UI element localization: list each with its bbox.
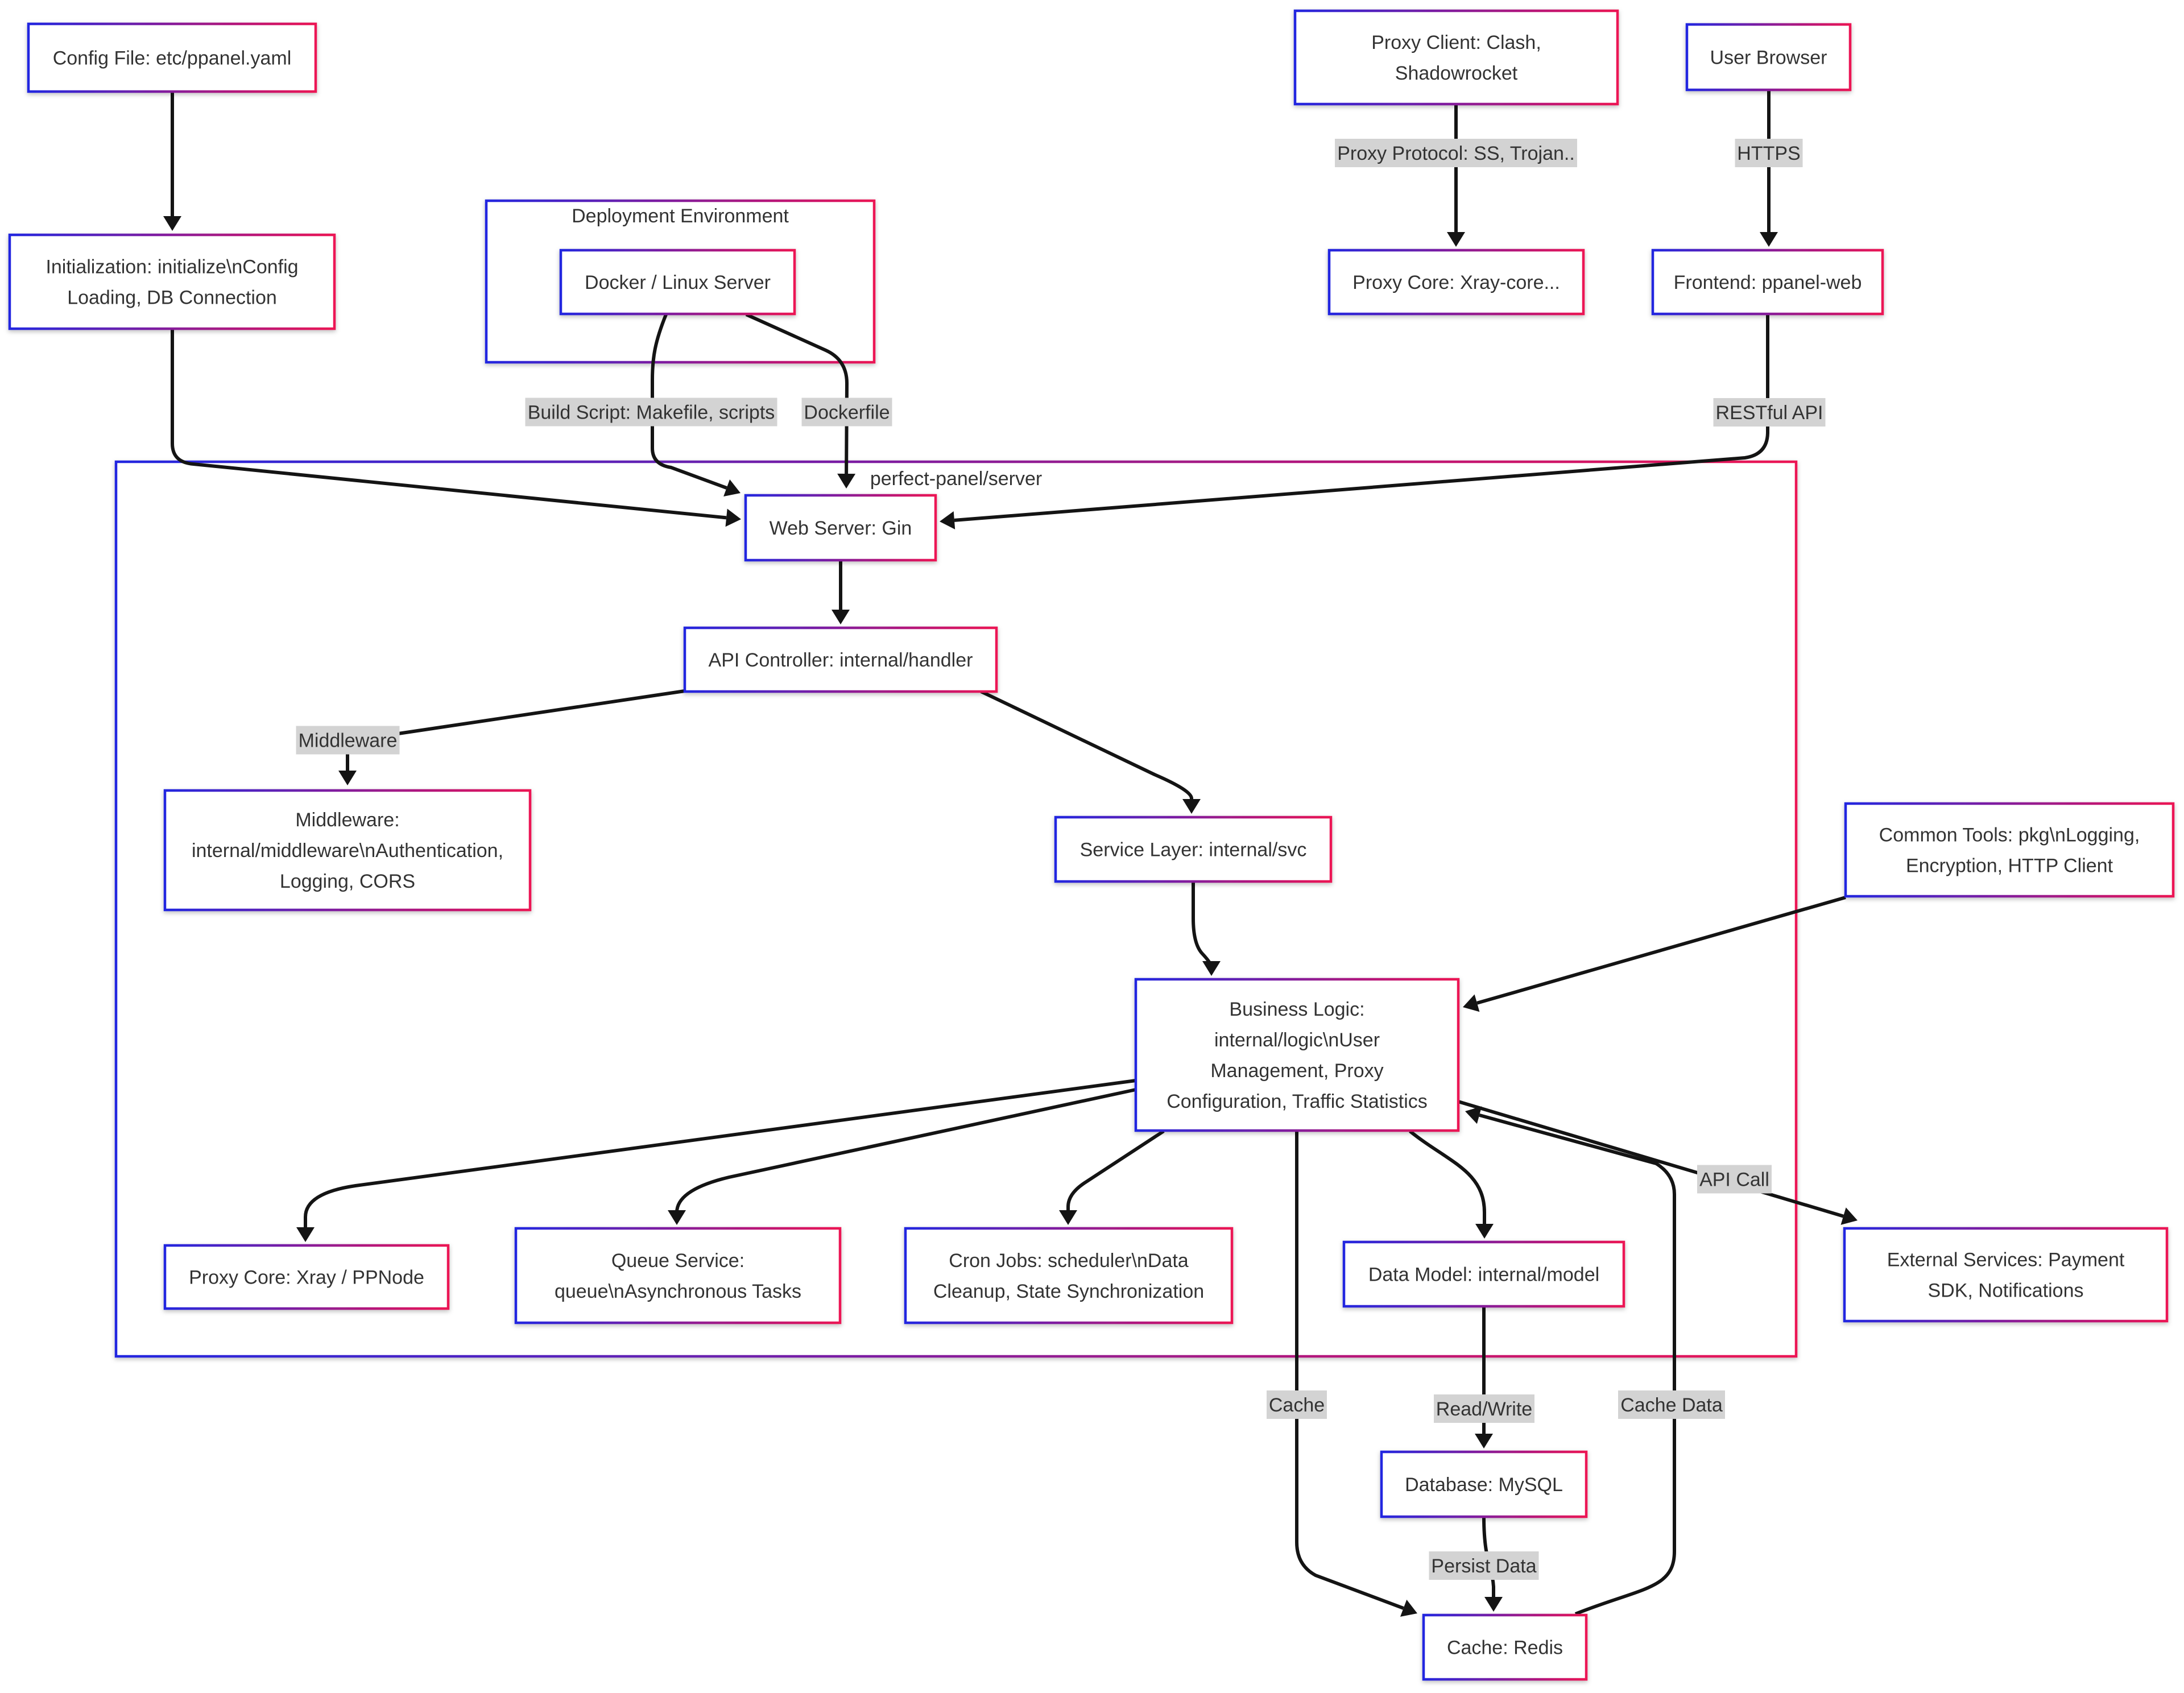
svg-text:Management, Proxy: Management, Proxy (1210, 1060, 1383, 1082)
svg-text:Config File: etc/ppanel.yaml: Config File: etc/ppanel.yaml (53, 48, 292, 69)
svg-text:Database: MySQL: Database: MySQL (1405, 1474, 1563, 1496)
svg-text:internal/logic\nUser: internal/logic\nUser (1214, 1029, 1380, 1051)
svg-text:API Call: API Call (1699, 1169, 1769, 1191)
svg-text:Dockerfile: Dockerfile (804, 402, 890, 424)
svg-text:Proxy Protocol: SS, Trojan..: Proxy Protocol: SS, Trojan.. (1337, 143, 1575, 164)
svg-text:Web Server: Gin: Web Server: Gin (770, 518, 912, 539)
svg-text:Proxy Client: Clash,: Proxy Client: Clash, (1371, 32, 1541, 53)
svg-text:HTTPS: HTTPS (1737, 143, 1800, 164)
svg-text:Persist Data: Persist Data (1431, 1555, 1536, 1577)
svg-text:Cron Jobs: scheduler\nData: Cron Jobs: scheduler\nData (949, 1250, 1189, 1272)
svg-text:Middleware: Middleware (299, 730, 398, 752)
svg-text:Queue Service:: Queue Service: (611, 1250, 744, 1272)
svg-text:Cleanup, State Synchronization: Cleanup, State Synchronization (933, 1281, 1204, 1302)
svg-text:Middleware:: Middleware: (295, 809, 399, 831)
svg-text:SDK, Notifications: SDK, Notifications (1928, 1280, 2084, 1302)
svg-text:Initialization: initialize\nCo: Initialization: initialize\nConfig (46, 256, 298, 278)
svg-text:Shadowrocket: Shadowrocket (1395, 63, 1518, 84)
svg-text:queue\nAsynchronous Tasks: queue\nAsynchronous Tasks (555, 1281, 801, 1302)
svg-text:Build Script: Makefile, script: Build Script: Makefile, scripts (528, 402, 775, 424)
svg-text:API Controller: internal/handl: API Controller: internal/handler (709, 649, 973, 671)
svg-text:Read/Write: Read/Write (1436, 1398, 1532, 1420)
svg-text:Business Logic:: Business Logic: (1229, 999, 1364, 1020)
svg-text:Service Layer: internal/svc: Service Layer: internal/svc (1080, 839, 1307, 861)
svg-text:Deployment Environment: Deployment Environment (572, 205, 789, 227)
svg-text:User Browser: User Browser (1710, 47, 1827, 69)
svg-text:Cache Data: Cache Data (1620, 1394, 1723, 1416)
svg-text:internal/middleware\nAuthentic: internal/middleware\nAuthentication, (192, 840, 503, 862)
svg-text:External Services: Payment: External Services: Payment (1887, 1249, 2125, 1271)
svg-text:Encryption, HTTP Client: Encryption, HTTP Client (1906, 855, 2113, 877)
svg-text:Data Model: internal/model: Data Model: internal/model (1368, 1264, 1599, 1286)
svg-text:Common Tools: pkg\nLogging,: Common Tools: pkg\nLogging, (1879, 825, 2140, 846)
svg-text:Loading, DB Connection: Loading, DB Connection (67, 287, 277, 309)
svg-text:Frontend: ppanel-web: Frontend: ppanel-web (1674, 272, 1862, 293)
svg-text:perfect-panel/server: perfect-panel/server (870, 468, 1042, 490)
svg-text:Configuration, Traffic Statist: Configuration, Traffic Statistics (1167, 1091, 1428, 1112)
svg-text:Proxy Core: Xray-core...: Proxy Core: Xray-core... (1352, 272, 1560, 293)
svg-text:RESTful API: RESTful API (1716, 402, 1823, 424)
svg-text:Proxy Core: Xray / PPNode: Proxy Core: Xray / PPNode (189, 1267, 424, 1289)
svg-text:Cache: Redis: Cache: Redis (1447, 1637, 1563, 1659)
svg-text:Docker / Linux Server: Docker / Linux Server (585, 272, 771, 293)
svg-text:Logging, CORS: Logging, CORS (280, 871, 415, 892)
svg-text:Cache: Cache (1269, 1394, 1325, 1416)
